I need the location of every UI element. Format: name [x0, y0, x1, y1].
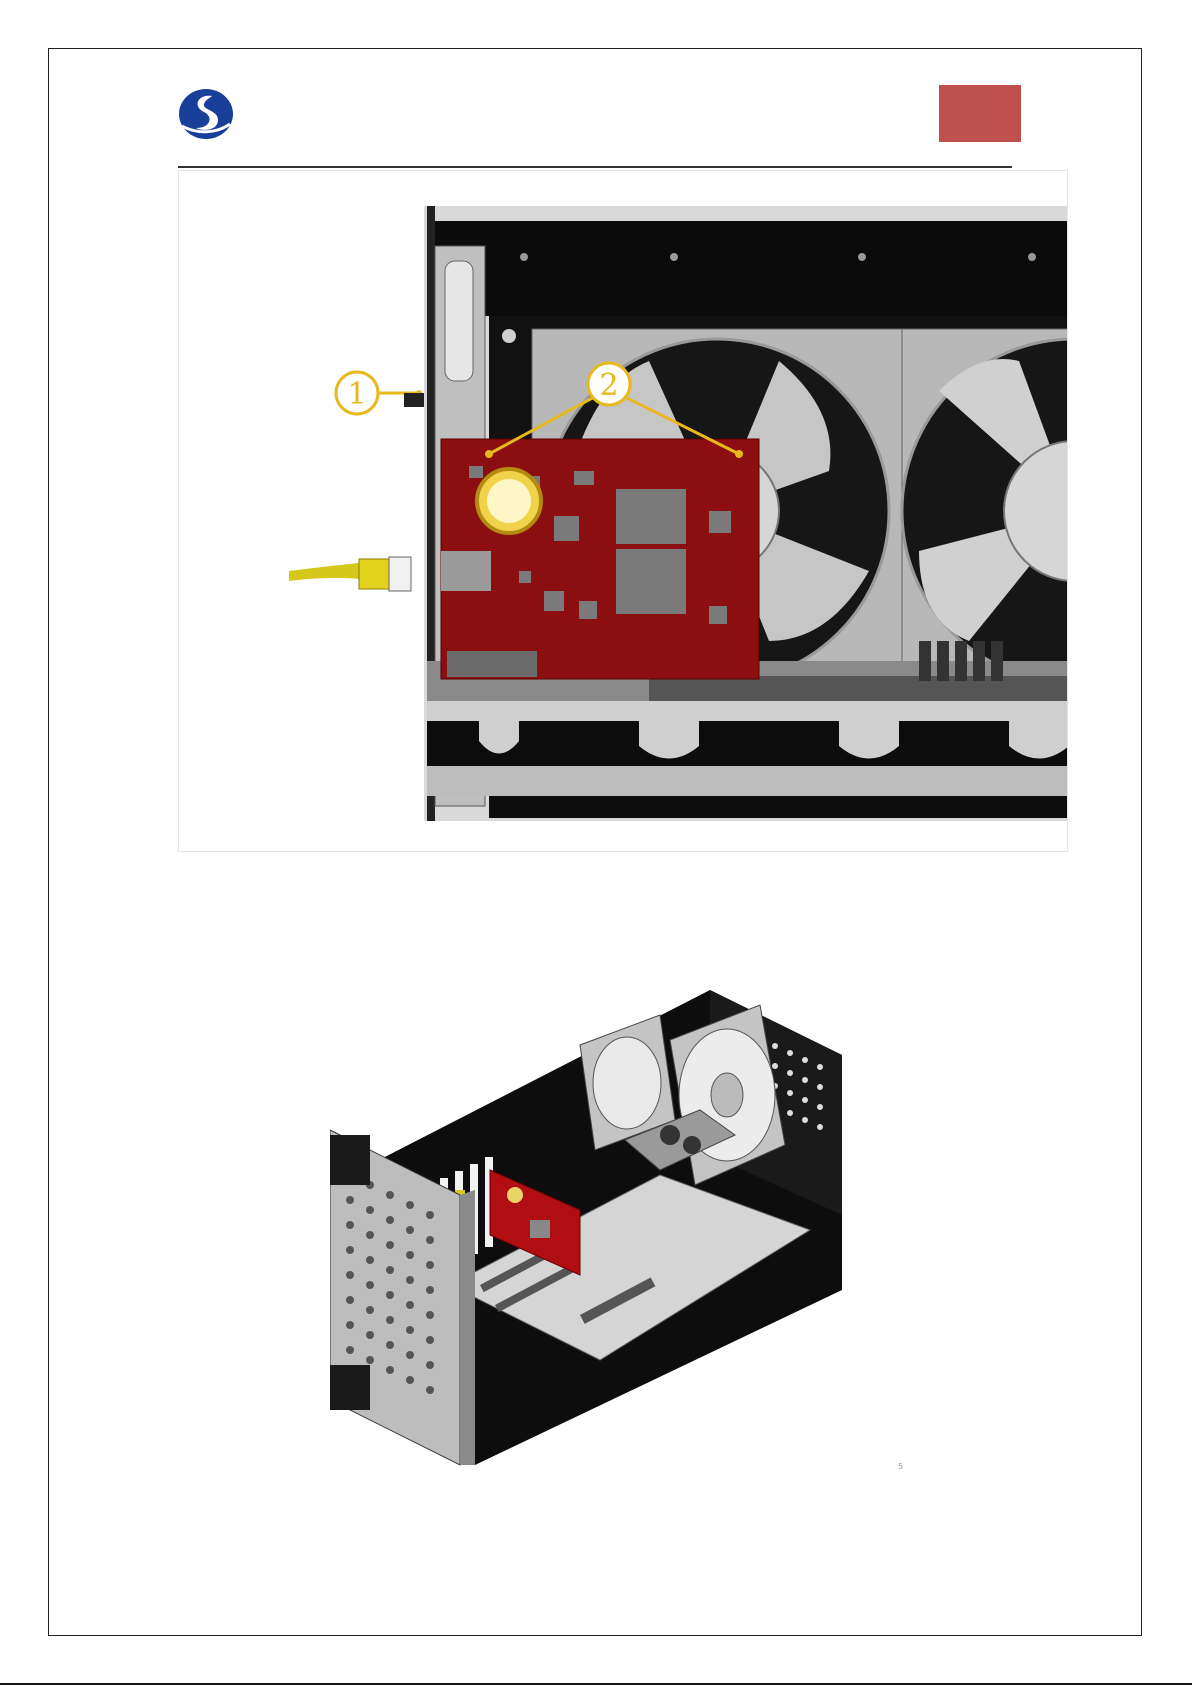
callout-1: 1 [336, 372, 424, 414]
chassis-side-view-illustration: 1 2 [179, 171, 1068, 852]
fan-icon-2 [902, 329, 1068, 694]
header-color-badge [939, 85, 1021, 142]
ethernet-cable-icon [289, 557, 411, 591]
company-logo-icon [178, 88, 234, 140]
header-rule [178, 166, 1012, 168]
callout-2-label: 2 [599, 368, 618, 403]
figure-card-installation-side-view: 1 2 [178, 170, 1068, 852]
controller-card-pcb [441, 439, 759, 679]
callout-1-label: 1 [347, 377, 366, 412]
chassis-isometric-illustration [330, 985, 850, 1475]
page-footer-mark: 5 [898, 1462, 903, 1471]
